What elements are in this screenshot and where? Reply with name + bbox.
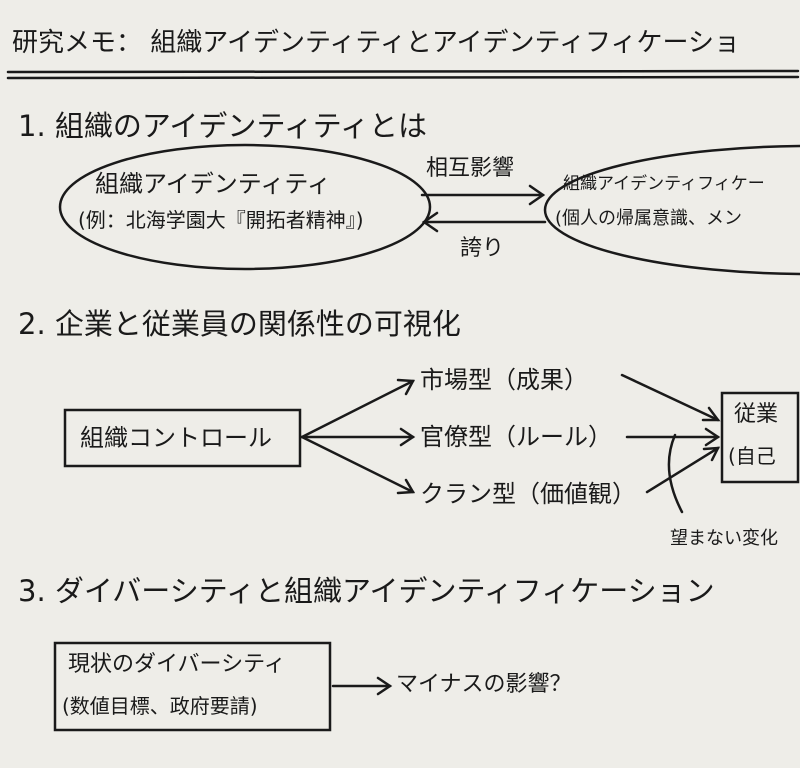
diversity-box-line2: (数値目標、政府要請) bbox=[62, 694, 258, 718]
employee-box-line2: (自己 bbox=[728, 444, 776, 468]
annotation-curve bbox=[667, 433, 684, 514]
type-to-employee-arrows bbox=[620, 373, 721, 494]
org-identity-label: 組織アイデンティティ bbox=[95, 170, 331, 198]
section2-heading: 2. 企業と従業員の関係性の可視化 bbox=[18, 307, 461, 341]
org-control-box: 組織コントロール bbox=[80, 424, 272, 452]
type-clan: クラン型（価値観） bbox=[420, 480, 636, 508]
employee-box-line1: 従業 bbox=[734, 402, 779, 427]
negative-impact-arrow bbox=[331, 676, 393, 696]
pride-arrow bbox=[421, 211, 547, 233]
negative-impact-label: マイナスの影響？ bbox=[396, 672, 572, 697]
org-control-box-border bbox=[63, 408, 302, 468]
diversity-box-border bbox=[53, 641, 332, 732]
unwanted-change-annotation: 望まない変化 bbox=[670, 528, 778, 549]
control-arrows bbox=[300, 378, 416, 495]
type-market: 市場型（成果） bbox=[420, 366, 588, 394]
title-underline-bottom bbox=[6, 75, 800, 80]
org-identity-example: (例：北海学園大『開拓者精神』) bbox=[78, 208, 364, 232]
mutual-influence-label: 相互影響 bbox=[426, 156, 515, 181]
pride-label: 誇り bbox=[460, 236, 505, 261]
section3-heading: 3. ダイバーシティと組織アイデンティフィケーション bbox=[18, 574, 715, 608]
org-identification-desc: (個人の帰属意識、メン bbox=[555, 208, 743, 229]
org-identification-label: 組織アイデンティフィケー bbox=[563, 174, 765, 194]
org-identification-bubble bbox=[543, 144, 800, 276]
section1-heading: 1. 組織のアイデンティティとは bbox=[18, 109, 427, 143]
title-underline-top bbox=[6, 69, 800, 74]
page-title: 研究メモ： 組織アイデンティティとアイデンティフィケーショ bbox=[12, 28, 740, 58]
diversity-box-line1: 現状のダイバーシティ bbox=[68, 652, 286, 677]
type-bureaucracy: 官僚型（ルール） bbox=[420, 423, 612, 451]
org-identity-bubble bbox=[58, 143, 432, 271]
mutual-influence-arrow bbox=[420, 184, 546, 206]
employee-box-border bbox=[720, 391, 800, 484]
